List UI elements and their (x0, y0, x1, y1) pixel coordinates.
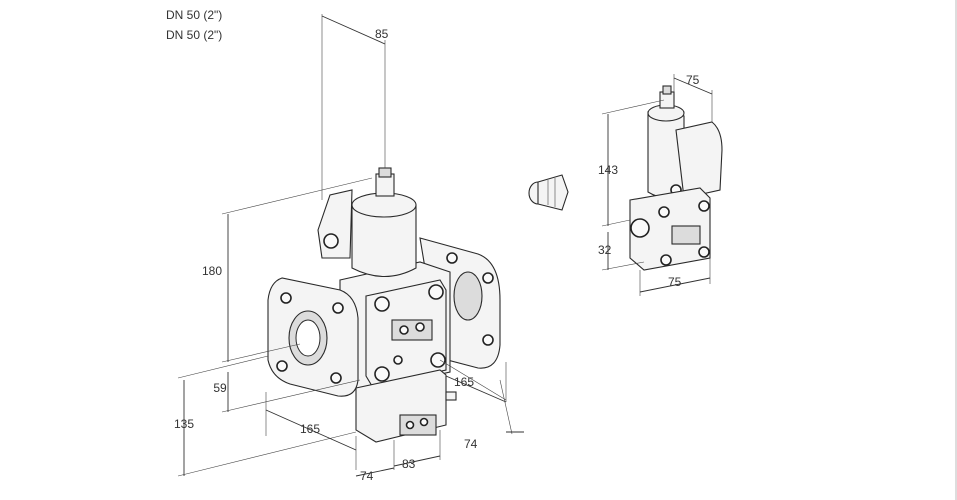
cable-gland (528, 174, 569, 211)
right-flange-bore (453, 271, 483, 321)
port (630, 218, 650, 238)
coil-top (351, 192, 417, 218)
connector-nozzle (445, 391, 457, 401)
screw (399, 325, 409, 335)
dim-74-right: 74 (464, 437, 478, 451)
flange-bolt-hole (482, 334, 494, 346)
coil-bracket (317, 189, 353, 259)
screw (415, 322, 425, 332)
left-flange-opening (295, 319, 321, 357)
title-line-2: DN 50 (2") (166, 28, 223, 42)
title-line-1: DN 50 (2") (166, 8, 223, 22)
flange-bolt-hole (446, 252, 458, 264)
coil-cap (378, 167, 392, 178)
screw (405, 420, 415, 430)
dim-165-bottom: 165 (300, 422, 320, 436)
screw (374, 366, 390, 382)
screw (428, 284, 444, 300)
screw (374, 296, 390, 312)
solenoid-coil (351, 204, 417, 277)
dim-75-bottom: 75 (668, 275, 682, 289)
main-valve (267, 167, 501, 443)
bracket-hole (323, 233, 339, 249)
dim-135: 135 (174, 417, 194, 431)
small-coil-cap (662, 85, 672, 95)
screw (430, 352, 446, 368)
screw (393, 355, 403, 365)
flange-bolt-hole (330, 372, 342, 384)
flange-bolt-hole (332, 302, 344, 314)
dim-180: 180 (202, 264, 222, 278)
screw (419, 417, 429, 427)
dim-74-bottom: 74 (360, 469, 374, 483)
plug-housing (675, 121, 723, 199)
dim-85: 85 (375, 27, 389, 41)
screw (660, 254, 672, 266)
screw (698, 246, 710, 258)
main-dimensions (177, 14, 524, 477)
actuator-plate (399, 414, 437, 436)
control-plate (391, 319, 433, 341)
screw (698, 200, 710, 212)
screw (658, 206, 670, 218)
dim-75-top: 75 (686, 73, 700, 87)
flange-bolt-hole (280, 292, 292, 304)
dim-83: 83 (402, 457, 416, 471)
small-valve (629, 85, 723, 271)
small-plate (671, 225, 701, 245)
dim-59: 59 (213, 381, 227, 395)
flange-bolt-hole (482, 272, 494, 284)
gland-body (537, 174, 569, 211)
dim-143: 143 (598, 163, 618, 177)
small-dimensions (601, 74, 713, 296)
dim-165-right: 165 (454, 375, 474, 389)
dim-32: 32 (598, 243, 612, 257)
flange-bolt-hole (276, 360, 288, 372)
